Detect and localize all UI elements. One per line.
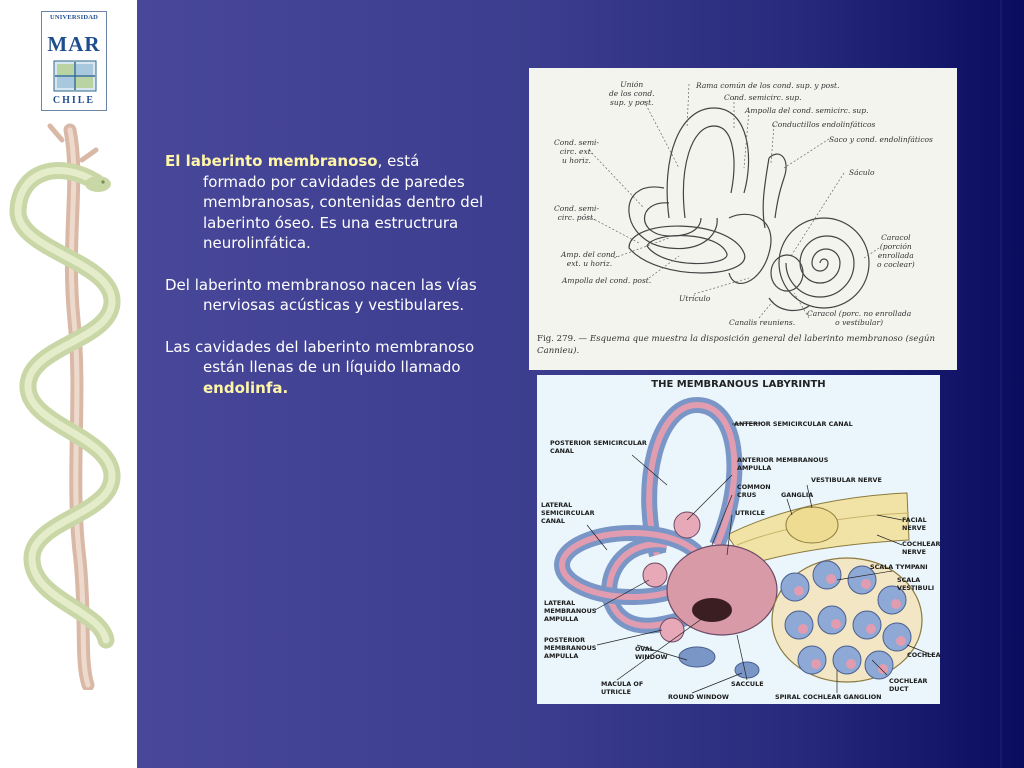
caption-prefix: Fig. 279. — [537,334,590,344]
label-cochlear-duct: COCHLEAR DUCT [889,677,928,693]
label-oval-window: OVAL WINDOW [635,645,668,661]
label-caracol-no: Caracol (porc. no enrollada o vestibular… [807,309,912,327]
slide-text-block: El laberinto membranoso, está formado po… [165,151,485,419]
rod-of-asclepius-icon [9,123,121,690]
logo-bottom-text: CHILE [52,95,96,106]
labyrinth-illustration-drawing [554,396,933,694]
paragraph-3-text: Las cavidades del laberinto membranoso e… [165,337,475,377]
label-facial-nerve: FACIAL NERVE [902,516,927,532]
edge-stripe [1000,0,1002,768]
illustration-title: THE MEMBRANOUS LABYRINTH [651,379,826,390]
label-macula-utricle: MACULA OF UTRICLE [601,680,644,696]
label-amp-post: Ampolla del cond. post. [562,276,652,285]
logo-top-text: UNIVERSIDAD [49,14,99,21]
label-posterior-canal: POSTERIOR SEMICIRCULAR CANAL [550,439,647,455]
paragraph-3: Las cavidades del laberinto membranoso e… [165,337,485,399]
paragraph-2-text: Del laberinto membranoso nacen las vías … [165,275,477,315]
label-semi-ext: Cond. semi- circ. ext. u horiz. [554,138,599,165]
label-lateral-ampulla: LATERAL MEMBRANOUS AMPULLA [544,599,597,623]
label-ganglia: GANGLIA [781,491,814,499]
label-cochlear-nerve: COCHLEAR NERVE [902,540,941,556]
caption-text: Esquema que muestra la disposición gener… [537,334,935,356]
logo-letters: MAR [47,32,101,56]
label-utricle: UTRICLE [735,509,765,517]
label-amp-ext: Amp. del cond. ext. u horiz. [561,250,618,268]
label-posterior-ampulla: POSTERIOR MEMBRANOUS AMPULLA [544,636,597,660]
labyrinth-schematic-drawing [583,83,880,319]
left-sidebar: UNIVERSIDAD MAR CHILE [0,0,137,768]
label-cochlea: COCHLEA [907,651,941,659]
paragraph-3-bold: endolinfa. [203,378,289,397]
label-saccule: SACCULE [731,680,764,688]
logo-emblem-icon [53,60,97,92]
label-vestibular-nerve: VESTIBULAR NERVE [811,476,882,484]
label-anterior-ampulla: ANTERIOR MEMBRANOUS AMPULLA [737,456,829,472]
university-logo: UNIVERSIDAD MAR CHILE [41,11,107,111]
label-rama-comun: Rama común de los cond. sup. y post. [696,81,840,90]
label-caracol: Caracol (porción enrollada o coclear) [877,233,915,269]
label-semi-post: Cond. semi- circ. post. [554,204,599,222]
paragraph-1: El laberinto membranoso, está formado po… [165,151,485,254]
labyrinth-schematic-figure: Unión de los cond. sup. y post. Rama com… [529,68,957,370]
label-canalis: Canalis reuniens. [729,318,796,327]
label-cond-semicirc-sup: Cond. semicirc. sup. [724,93,802,102]
figure-caption: Fig. 279. — Esquema que muestra la dispo… [537,334,952,357]
label-utriculo: Utrículo [679,294,711,303]
label-conductillos: Conductillos endolinfáticos [772,120,876,129]
label-lateral-canal: LATERAL SEMICIRCULAR CANAL [541,501,595,525]
paragraph-1-bold: El laberinto membranoso [165,152,378,170]
label-common-crus: COMMON CRUS [737,483,771,499]
paragraph-1-text: , está formado por cavidades de paredes … [203,152,484,252]
label-round-window: ROUND WINDOW [668,693,729,701]
label-scala-tympani: SCALA TYMPANI [870,563,928,571]
label-anterior-canal: ANTERIOR SEMICIRCULAR CANAL [734,420,853,428]
paragraph-2: Del laberinto membranoso nacen las vías … [165,275,485,316]
membranous-labyrinth-illustration: THE MEMBRANOUS LABYRINTH [537,375,941,704]
label-saco: Saco y cond. endolinfáticos [829,135,933,144]
label-ampolla-sup: Ampolla del cond. semicirc. sup. [745,106,869,115]
label-scala-vestibuli: SCALA VESTIBULI [897,576,935,592]
label-saculo: Sáculo [849,168,875,177]
label-union: Unión de los cond. sup. y post. [609,80,655,107]
label-spiral-ganglion: SPIRAL COCHLEAR GANGLION [775,693,882,701]
